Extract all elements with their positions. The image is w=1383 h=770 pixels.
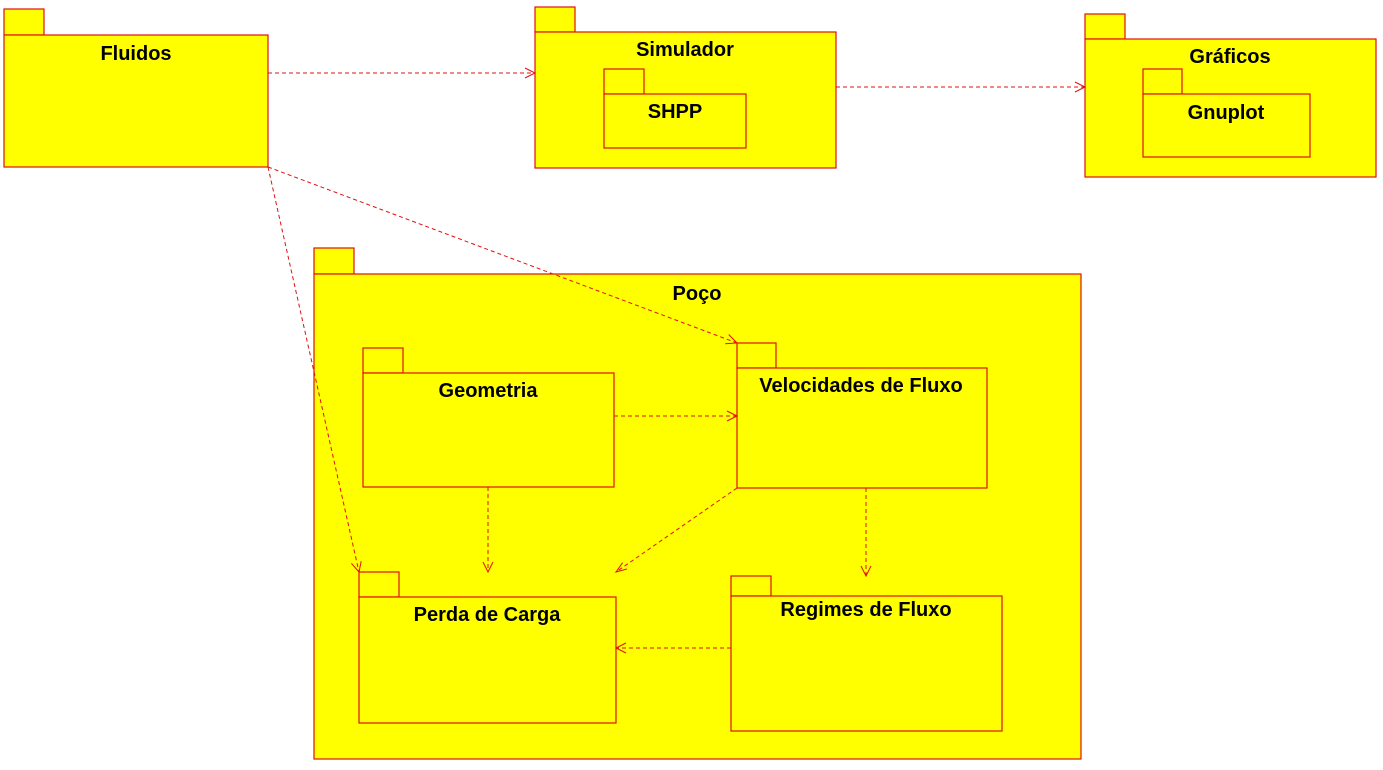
package-poco-label: Poço: [673, 283, 722, 305]
package-regimes-de-fluxo-tab: [730, 575, 772, 597]
package-shpp-body: [603, 93, 747, 149]
package-fluidos-label: Fluidos: [100, 43, 171, 65]
package-perda-de-carga: Perda de Carga: [358, 571, 617, 724]
arrowhead: [860, 565, 872, 578]
dependency-line: [615, 487, 738, 573]
package-velocidades-de-fluxo: Velocidades de Fluxo: [736, 342, 988, 489]
package-velocidades-de-fluxo-label: Velocidades de Fluxo: [759, 375, 962, 397]
arrowhead: [614, 562, 628, 573]
package-gnuplot: Gnuplot: [1142, 68, 1311, 158]
package-graficos-label: Gráficos: [1189, 46, 1270, 68]
package-poco: Poço Geometria Velocidades de Fluxo Perd…: [313, 247, 1082, 760]
package-regimes-de-fluxo-label: Regimes de Fluxo: [780, 599, 951, 621]
arrowhead: [1074, 81, 1087, 93]
package-fluidos: Fluidos: [3, 8, 269, 168]
arrowhead: [524, 67, 537, 79]
package-simulador-label: Simulador: [636, 39, 734, 61]
package-velocidades-de-fluxo-body: [736, 367, 988, 489]
package-simulador-tab: [534, 6, 576, 33]
dependency-velocidades-regimes: [860, 488, 872, 578]
package-graficos: Gráficos Gnuplot: [1084, 13, 1377, 178]
dependency-fluidos-simulador: [268, 67, 537, 79]
package-regimes-de-fluxo-body: [730, 595, 1003, 732]
dependency-geometria-velocidades: [614, 410, 739, 422]
package-regimes-de-fluxo: Regimes de Fluxo: [730, 575, 1003, 732]
package-shpp-label: SHPP: [648, 101, 702, 123]
package-simulador: Simulador SHPP: [534, 6, 837, 169]
arrowhead: [351, 561, 362, 574]
package-geometria: Geometria: [362, 347, 615, 488]
package-gnuplot-body: [1142, 93, 1311, 158]
dependency-geometria-perda: [482, 487, 494, 574]
package-perda-de-carga-label: Perda de Carga: [414, 604, 562, 626]
package-geometria-body: [362, 372, 615, 488]
package-geometria-label: Geometria: [439, 380, 539, 402]
package-shpp-tab: [603, 68, 645, 95]
dependency-fluidos-velocidades: [267, 166, 739, 345]
arrowhead: [614, 642, 627, 654]
package-fluidos-body: [3, 34, 269, 168]
package-shpp: SHPP: [603, 68, 747, 149]
package-geometria-tab: [362, 347, 404, 374]
package-poco-tab: [313, 247, 355, 275]
arrowhead: [725, 334, 739, 345]
package-graficos-tab: [1084, 13, 1126, 40]
arrowhead: [726, 410, 739, 422]
package-perda-de-carga-body: [358, 596, 617, 724]
dependency-fluidos-perda: [267, 166, 362, 574]
arrowhead: [482, 561, 494, 574]
dependency-simulador-graficos: [836, 81, 1087, 93]
dependency-regimes-perda: [614, 642, 731, 654]
dependency-line: [267, 166, 360, 573]
package-fluidos-tab: [3, 8, 45, 36]
package-velocidades-de-fluxo-tab: [736, 342, 777, 369]
package-perda-de-carga-tab: [358, 571, 400, 598]
package-gnuplot-label: Gnuplot: [1188, 102, 1265, 124]
package-gnuplot-tab: [1142, 68, 1183, 95]
dependency-velocidades-perda: [614, 487, 738, 573]
